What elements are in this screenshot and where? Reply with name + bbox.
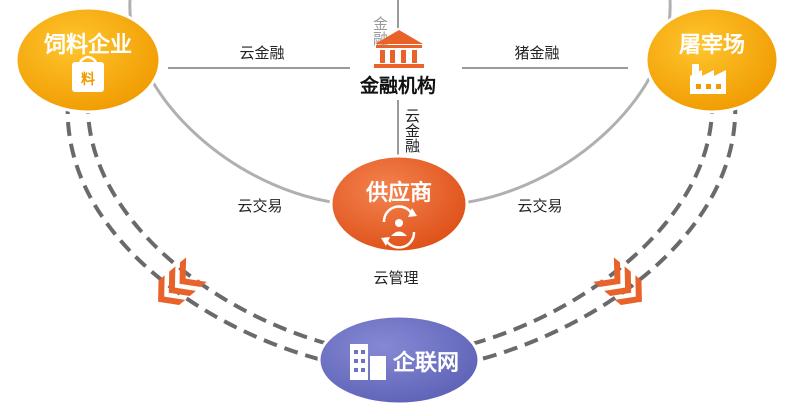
shopping-bag-text: 料 — [81, 71, 95, 88]
enterprise-network-label: 企联网 — [392, 350, 459, 376]
right-dashed-track-outer — [469, 99, 738, 364]
enterprise-network-node[interactable]: 企联网 — [317, 314, 481, 406]
slaughterhouse-node[interactable]: 屠宰场 — [644, 6, 780, 114]
edge-label-right-finance: 猪金融 — [514, 44, 559, 62]
supplier-node[interactable]: 供应商 — [329, 154, 469, 254]
left-dashed-track-outer — [65, 99, 331, 364]
finance-institution-node[interactable]: 金融机构 — [359, 30, 436, 97]
finance-institution-label: 金融机构 — [359, 74, 436, 97]
building-icon — [350, 344, 386, 380]
right-dashed-track-inner — [467, 99, 715, 347]
shopping-bag-icon: 料 — [72, 55, 104, 92]
factory-icon — [690, 64, 726, 94]
edge-label-left-trade: 云交易 — [237, 197, 282, 215]
edge-label-left-finance: 云金融 — [239, 44, 284, 62]
bank-icon — [374, 30, 424, 68]
edge-label-management: 云管理 — [373, 269, 418, 287]
left-dashed-track-inner — [85, 99, 333, 347]
cycle-user-icon — [381, 205, 417, 249]
edge-label-center-vertical: 云金融 — [403, 108, 421, 153]
right-flow-arrow — [593, 257, 642, 305]
slaughterhouse-label: 屠宰场 — [679, 32, 745, 58]
edge-label-right-trade: 云交易 — [517, 197, 562, 215]
left-flow-arrow — [158, 257, 207, 305]
supplier-label: 供应商 — [365, 180, 432, 206]
feed-company-node[interactable]: 饲料企业 料 — [14, 6, 162, 114]
feed-company-label: 饲料企业 — [43, 32, 132, 58]
